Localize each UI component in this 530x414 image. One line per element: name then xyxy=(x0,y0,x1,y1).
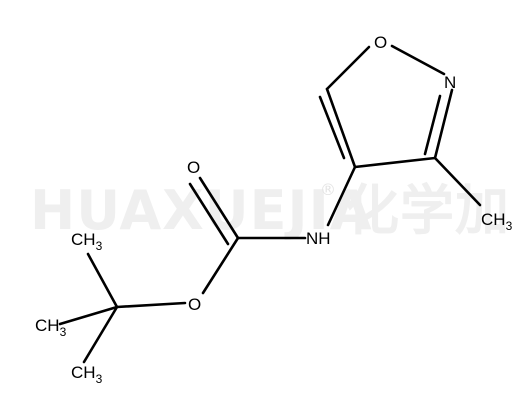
atom-ring-methyl-sub: 3 xyxy=(506,219,513,233)
bond-carbonyl-ester-o xyxy=(201,236,240,295)
bond-ester-o-quaternary xyxy=(115,301,187,309)
atom-methyl-left-sub: 3 xyxy=(60,325,67,339)
atom-methyl-left: CH3 xyxy=(35,316,67,339)
atom-amide-nh: NH xyxy=(306,229,331,248)
bonds xyxy=(58,44,482,364)
bond-carbonyl-double-a xyxy=(198,176,240,240)
atom-ring-oxygen: O xyxy=(374,33,387,52)
bond-c4-c5-inner xyxy=(318,95,346,160)
atom-methyl-left-main: CH xyxy=(35,316,60,335)
atom-methyl-top: CH3 xyxy=(71,230,103,253)
watermark-registered-mark: ® xyxy=(320,180,336,199)
watermark-chinese: 化学加 xyxy=(345,179,510,242)
atom-carbonyl-oxygen: O xyxy=(187,158,200,177)
atom-methyl-bottom-sub: 3 xyxy=(96,372,103,386)
bond-quaternary-methyl-bottom xyxy=(82,305,119,364)
atom-ring-methyl-main: CH xyxy=(481,210,506,229)
bond-n2-c3 xyxy=(433,88,454,160)
bond-quaternary-methyl-left xyxy=(58,305,119,326)
bond-quaternary-methyl-top xyxy=(86,252,119,309)
bond-c3-c4 xyxy=(353,156,437,169)
bond-carbonyl-double-b xyxy=(188,182,230,246)
atom-methyl-top-main: CH xyxy=(71,230,96,249)
atom-methyl-top-sub: 3 xyxy=(96,239,103,253)
atom-methyl-bottom-main: CH xyxy=(71,363,96,382)
bond-c4-nh xyxy=(326,165,357,227)
bond-n2-c3-inner xyxy=(423,94,442,156)
bond-c3-methyl xyxy=(433,156,482,207)
atom-labels: O N CH3 NH O O CH3 CH3 CH3 xyxy=(35,33,513,386)
atom-methyl-bottom: CH3 xyxy=(71,363,103,386)
bond-c4-c5 xyxy=(325,87,357,169)
bond-o1-c5 xyxy=(325,45,371,91)
watermark-brand: HUAXUEJIA xyxy=(30,179,373,242)
bond-o1-n2 xyxy=(390,44,446,76)
atom-ester-oxygen: O xyxy=(188,295,201,314)
atom-ring-nitrogen: N xyxy=(444,73,456,92)
atom-ring-methyl: CH3 xyxy=(481,210,513,233)
watermark: HUAXUEJIA ® 化学加 xyxy=(30,179,510,242)
